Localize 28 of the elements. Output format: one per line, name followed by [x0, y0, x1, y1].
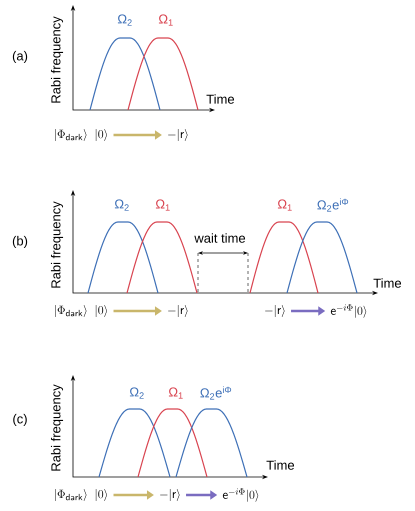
axis-label: Time — [266, 460, 294, 470]
pulse-label: Ω$_{2}$ — [130, 387, 144, 399]
pulse-label: Ω$_{2}$e$^{iΦ}$ — [200, 386, 232, 400]
state-label: $-|\mathsf{r}\rangle$ — [168, 305, 188, 317]
state-label: $\mathsf{e}^{-i\Phi}|0\rangle$ — [222, 488, 258, 502]
pulse-label: Ω$_{1}$ — [168, 387, 183, 399]
axis-label: Time — [206, 94, 234, 104]
state-label: $-|\mathsf{r}\rangle$ — [160, 489, 180, 501]
panel-label: (a) — [12, 50, 28, 64]
state-label: $-|\mathsf{r}\rangle$ — [265, 305, 284, 317]
state-label: $|\Phi_{\mathsf{dark}}\rangle\;\;|0\rangle$ — [55, 129, 107, 141]
pulse-label: Ω$_{1}$ — [158, 14, 173, 26]
panel-label: (c) — [13, 414, 27, 426]
pulse-label: Ω$_{1}$ — [278, 199, 292, 211]
pulse-label: Ω$_{2}$ — [118, 14, 132, 26]
axis-label: Time — [374, 278, 402, 288]
axis-label: Rabi frequency — [50, 201, 64, 288]
pulse-label: Ω$_{1}$ — [156, 199, 170, 211]
state-label: $\mathsf{e}^{-i\Phi}|0\rangle$ — [330, 304, 366, 318]
axis-label: Rabi frequency — [50, 384, 64, 471]
panel-label: (b) — [12, 236, 28, 248]
pulse-label: Ω$_{2}$ — [114, 199, 129, 211]
pulse-label: Ω$_{2}$e$^{iΦ}$ — [317, 198, 348, 212]
dimension-label: wait time — [194, 233, 246, 243]
axis-label: Rabi frequency — [50, 16, 64, 103]
state-label: $-|\mathsf{r}\rangle$ — [168, 129, 188, 141]
state-label: $|\Phi_{\mathsf{dark}}\rangle\;\;|0\rangle$ — [55, 305, 107, 317]
state-label: $|\Phi_{\mathsf{dark}}\rangle\;\;|0\rangle$ — [55, 489, 107, 501]
